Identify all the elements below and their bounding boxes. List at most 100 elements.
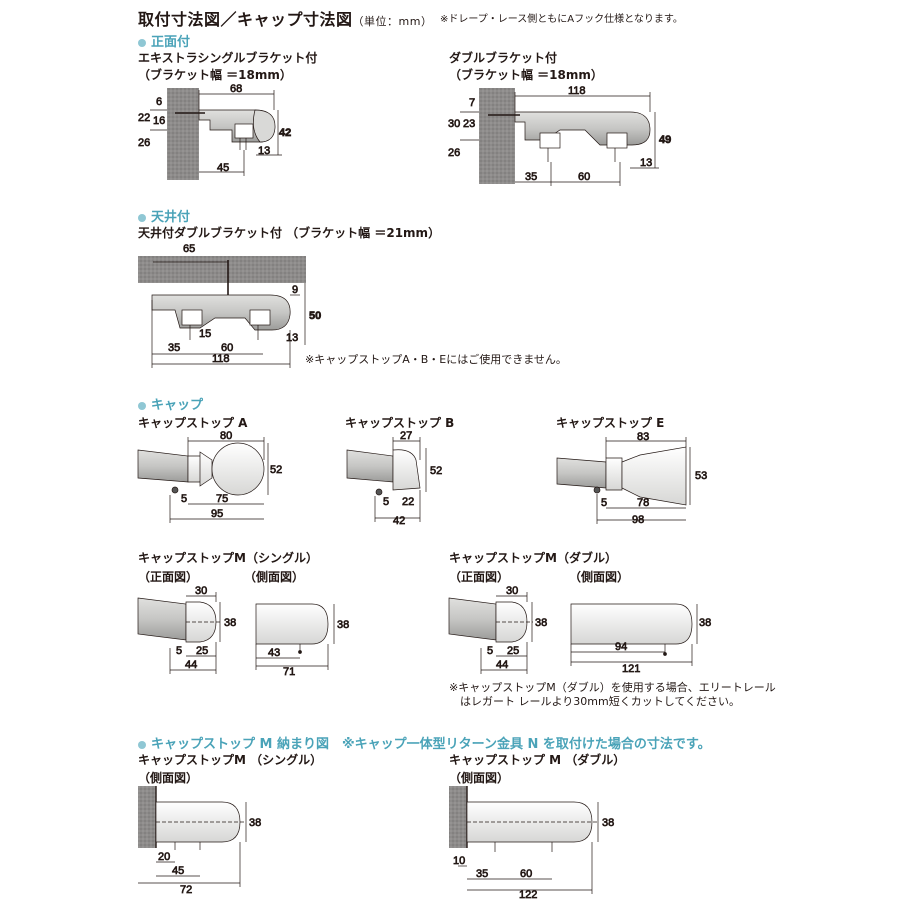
cap-m-double-front-diagram	[448, 592, 533, 674]
hook	[189, 325, 259, 340]
cap-m-single-side-diagram	[255, 603, 335, 670]
cap-b-title: キャップストップ B	[345, 416, 455, 430]
install-double-side-label: （側面図）	[449, 771, 510, 785]
dim-label: 53	[695, 470, 707, 482]
cap-m-single-front-label: （正面図）	[138, 570, 199, 584]
dim-label: 26	[448, 147, 460, 159]
dim-label: 118	[568, 85, 586, 97]
dim-label: 20	[158, 851, 170, 863]
dim-label: 60	[578, 171, 590, 183]
rail	[137, 449, 189, 483]
cap-a-title: キャップストップ A	[138, 416, 248, 430]
runner	[249, 309, 271, 326]
ceiling	[138, 256, 306, 283]
install-single-side-label: （側面図）	[138, 771, 199, 785]
dim-label: 38	[602, 817, 614, 829]
cap-cone	[621, 446, 687, 506]
dim-label: 38	[337, 619, 349, 631]
rail	[448, 597, 497, 641]
cap-ball	[211, 442, 265, 496]
dim-label: 35	[525, 171, 537, 183]
dim-label: 25	[196, 645, 208, 657]
dim-label: 43	[268, 647, 280, 659]
install-single-title: キャップストップM （シングル）	[138, 753, 323, 767]
dim-label: 13	[258, 145, 270, 157]
dim-label: 75	[216, 493, 228, 505]
bullet-icon	[138, 740, 146, 749]
ceiling-double-diagram	[138, 256, 306, 368]
dim-label: 22	[402, 496, 414, 508]
dim-label: 118	[212, 353, 230, 365]
dim-label: 44	[185, 659, 197, 671]
dim-label: 22	[138, 112, 150, 124]
cap-a-diagram	[137, 437, 269, 523]
cap-body	[392, 449, 421, 491]
dim-label: 5	[176, 645, 182, 657]
runner	[539, 132, 561, 149]
dim-label: 52	[430, 465, 442, 477]
dim-label: 7	[469, 97, 475, 109]
bullet-icon	[138, 401, 146, 410]
cap-b-diagram	[346, 437, 427, 522]
front-double-title: ダブルブラケット付	[449, 51, 558, 65]
dim-label: 5	[383, 496, 389, 508]
dim-label: 13	[286, 332, 298, 344]
dim-label: 60	[520, 868, 532, 880]
wall	[167, 88, 199, 180]
hook	[547, 148, 616, 162]
dim-label: 45	[172, 865, 184, 877]
section-cap-m-install-label: キャップストップ M 納まり図 ※キャップ一体型リターン金具 N を取付けた場合…	[151, 737, 711, 752]
cap-body	[255, 603, 329, 645]
cap-e-title: キャップストップ E	[556, 416, 665, 430]
dim-label: 68	[230, 83, 242, 95]
install-double-diagram	[449, 786, 599, 894]
cap-m-single-front-diagram	[137, 592, 222, 674]
section-cap-m-install: キャップストップ M 納まり図 ※キャップ一体型リターン金具 N を取付けた場合…	[138, 733, 711, 752]
section-front: 正面付	[138, 31, 190, 50]
rail	[137, 597, 187, 641]
dim-label: 42	[279, 127, 291, 139]
install-double-title: キャップストップ M （ダブル）	[449, 753, 626, 767]
wall	[479, 88, 515, 184]
dim-label: 9	[292, 284, 298, 296]
dim-label: 30	[195, 585, 207, 597]
dim-label: 30	[506, 585, 518, 597]
dim-label: 5	[181, 493, 187, 505]
dim-label: 52	[270, 464, 282, 476]
dim-label: 6	[156, 96, 162, 108]
cap-m-double-note-2: はレガート レールより30mm短くカットしてください。	[460, 695, 741, 708]
dim-label: 83	[637, 431, 649, 443]
cap-m-single-side-label: （側面図）	[244, 570, 305, 584]
section-ceiling-label: 天井付	[151, 210, 191, 225]
rail	[556, 457, 607, 489]
dim-label: 35	[168, 342, 180, 354]
dim-label: 30	[448, 118, 460, 130]
dim-label: 78	[637, 497, 649, 509]
cap-m-double-front-label: （正面図）	[449, 570, 510, 584]
dim-label: 60	[221, 342, 233, 354]
rail	[346, 449, 394, 483]
ceiling-note: ※キャップストップA・B・Eにはご使用できません。	[305, 353, 567, 366]
runner	[234, 123, 254, 139]
dim-label: 10	[453, 855, 465, 867]
bullet-icon	[138, 38, 146, 47]
cap-body	[570, 603, 693, 645]
runner	[606, 132, 628, 149]
wall	[449, 786, 467, 848]
cap-m-single-title: キャップストップM（シングル）	[138, 551, 318, 565]
dim-label: 38	[224, 617, 236, 629]
dim-label: 44	[496, 659, 508, 671]
runner	[181, 309, 203, 326]
section-ceiling: 天井付	[138, 206, 190, 225]
dim-label: 38	[699, 617, 711, 629]
dim-label: 26	[138, 137, 150, 149]
dim-label: 5	[487, 645, 493, 657]
cap-m-double-side-label: （側面図）	[569, 570, 630, 584]
dim-label: 23	[463, 118, 475, 130]
hook-note: ※ドレープ・レース側ともにAフック仕様となります。	[440, 14, 683, 25]
cap-e-diagram	[556, 437, 691, 524]
dim-label: 15	[199, 328, 211, 340]
dim-label: 80	[220, 430, 232, 442]
dim-label: 42	[393, 515, 405, 527]
